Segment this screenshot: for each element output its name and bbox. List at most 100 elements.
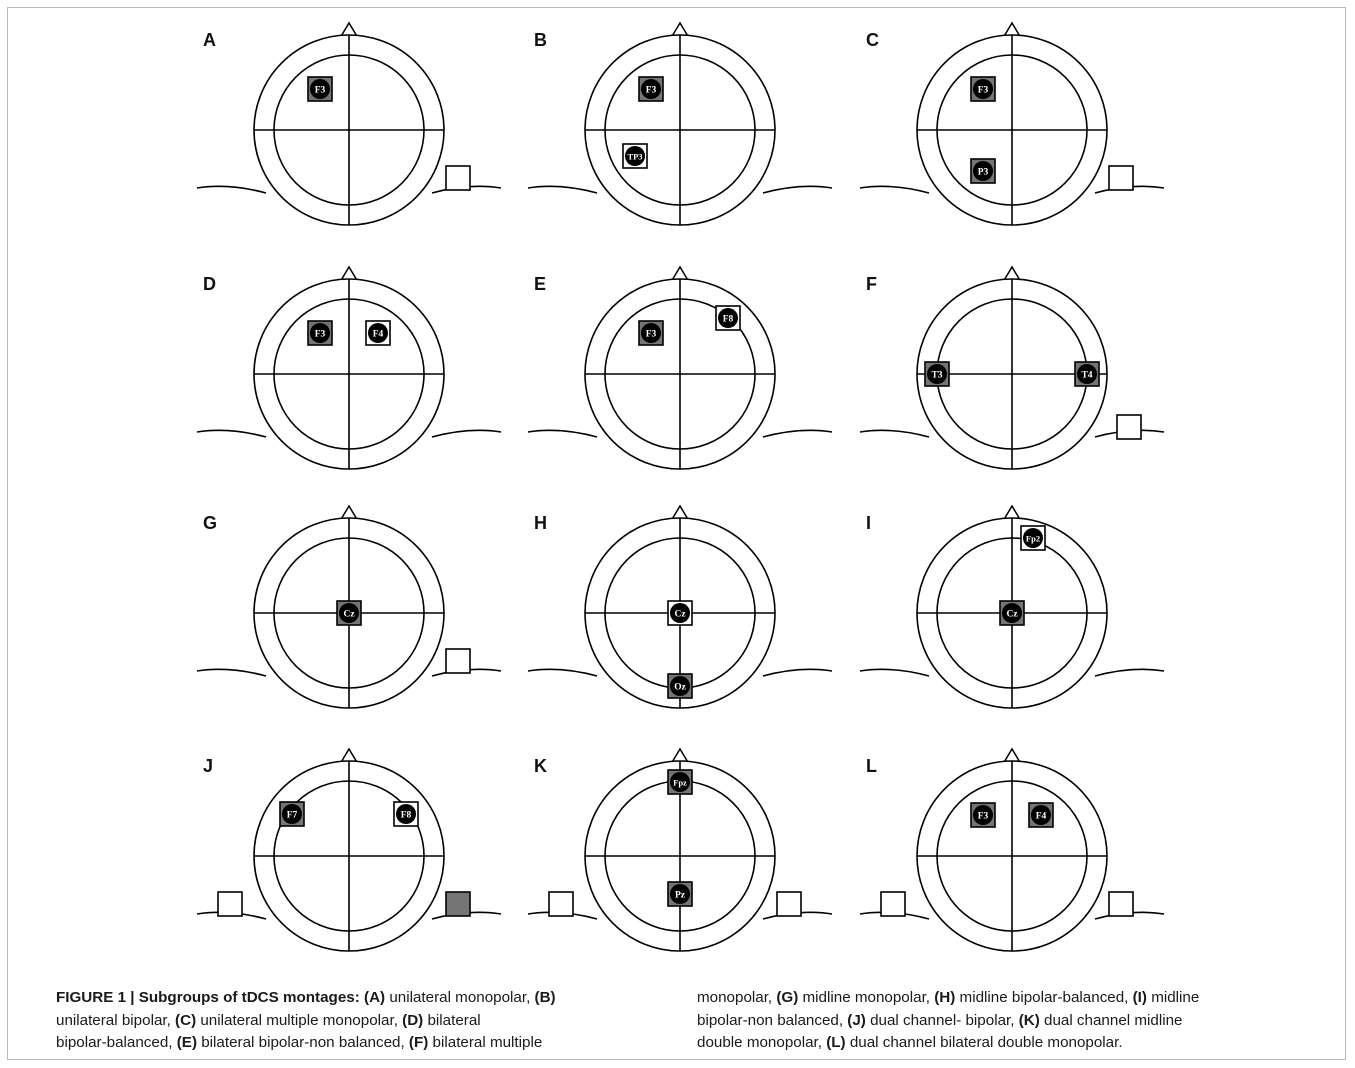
nose-marker [1002,21,1022,39]
panel-letter: I [866,513,871,533]
electrode-f7: F7 [279,801,305,827]
electrode-dot [1023,528,1043,548]
caption-line: bipolar-balanced, (E) bilateral bipolar-… [56,1032,656,1055]
left-shoulder-line [196,668,267,677]
panel-letter: J [203,756,213,776]
electrode-dot [1031,805,1051,825]
electrode-label: F7 [287,811,298,821]
left-shoulder-line [196,429,267,438]
caption-bold-run: (F) [408,1034,429,1051]
electrode-dot [670,772,690,792]
electrode-cz: Cz [336,600,362,626]
electrode-label: F3 [646,330,657,340]
left-shoulder-line [527,429,598,438]
caption-text-run: bilateral [423,1011,481,1029]
electrode-label: F3 [315,330,326,340]
electrode-label: Fp2 [1026,534,1040,544]
nose-marker [1002,265,1022,283]
electrode-f3: F3 [970,76,996,102]
reference-pad-right [445,891,471,917]
electrode-dot [1077,364,1097,384]
electrode-label: F4 [373,330,384,340]
nose-marker [339,504,359,522]
electrode-p3: P3 [970,158,996,184]
caption-text-run: bipolar-non balanced, [697,1011,848,1029]
caption-bold-run: (E) [176,1034,197,1051]
caption-text-run: bilateral multiple [428,1034,543,1051]
caption-line: FIGURE 1 | Subgroups of tDCS montages: (… [56,987,656,1010]
electrode-label: Cz [1006,610,1018,620]
nose-marker [1002,504,1022,522]
panel-letter: L [866,756,877,776]
nose-marker [339,747,359,765]
caption-bold-run: (B) [534,989,556,1006]
electrode-label: TP3 [627,152,642,162]
reference-pad-right [1108,891,1134,917]
panel-letter: A [203,30,216,50]
electrode-dot [641,323,661,343]
electrode-f3: F3 [970,802,996,828]
panel-letter: G [203,513,217,533]
nose-marker [670,747,690,765]
electrode-label: F4 [1036,812,1047,822]
right-shoulder-line [762,429,833,438]
electrode-dot [282,804,302,824]
caption-text-run: midline [1146,989,1200,1006]
montage-panel-f: F T3 T4 [859,265,1165,470]
caption-text-run: bipolar-balanced, [56,1034,177,1051]
electrode-cz: Cz [667,600,693,626]
caption-text-run: monopolar, [697,989,777,1006]
electrode-label: F3 [646,86,657,96]
reference-pad-right [1108,165,1134,191]
nose-marker [339,21,359,39]
electrode-t3: T3 [924,361,950,387]
montage-panel-g: G Cz [196,504,502,709]
electrode-label: F3 [978,812,989,822]
caption-text-run: unilateral multiple monopolar, [196,1011,403,1029]
electrode-fpz: Fpz [667,769,693,795]
panel-letter: F [866,274,877,294]
panel-letter: K [534,756,547,776]
nose-marker [339,265,359,283]
electrode-dot [368,323,388,343]
figure-frame [7,7,1346,1060]
electrode-oz: Oz [667,673,693,699]
left-shoulder-line [527,668,598,677]
electrode-t4: T4 [1074,361,1100,387]
electrode-dot [670,884,690,904]
electrode-pz: Pz [667,881,693,907]
reference-pad-right [1116,414,1142,440]
electrode-label: P3 [978,168,989,178]
caption-text-run: midline monopolar, [798,989,935,1006]
figure-caption-left: FIGURE 1 | Subgroups of tDCS montages: (… [56,987,656,1055]
electrode-dot [973,161,993,181]
left-shoulder-line [196,185,267,194]
electrode-f8: F8 [715,305,741,331]
electrode-label: T3 [931,371,942,381]
reference-pad-right [445,648,471,674]
electrode-f3: F3 [638,76,664,102]
electrode-label: Fpz [673,778,687,788]
electrode-label: T4 [1081,371,1092,381]
caption-text-run: dual channel- bipolar, [865,1011,1019,1029]
nose-marker [670,504,690,522]
electrode-f3: F3 [638,320,664,346]
electrode-label: F3 [315,86,326,96]
figure-caption-right: monopolar, (G) midline monopolar, (H) mi… [697,987,1327,1055]
electrode-fp2: Fp2 [1020,525,1046,551]
electrode-label: Pz [675,891,686,901]
electrode-dot [973,79,993,99]
right-shoulder-line [762,668,833,677]
caption-bold-run: (J) [847,1011,866,1029]
panel-letter: B [534,30,547,50]
caption-bold-run: (G) [776,989,799,1006]
electrode-dot [339,603,359,623]
caption-bold-run: (L) [826,1034,846,1051]
panel-letter: C [866,30,879,50]
caption-text-run: double monopolar, [697,1034,827,1051]
